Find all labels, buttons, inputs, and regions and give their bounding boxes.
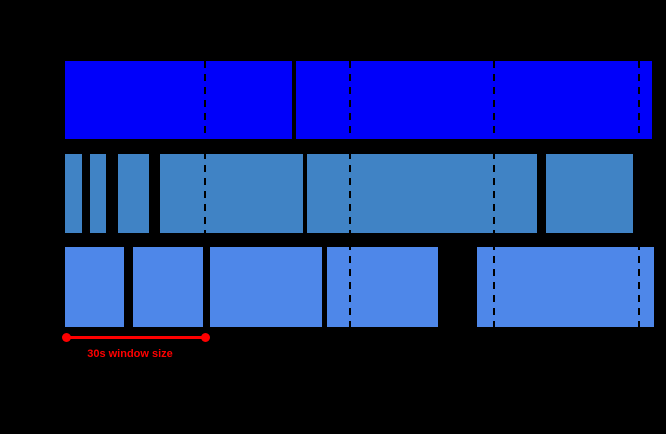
bottom-windows-row-segment xyxy=(210,247,322,327)
measure-arrow-line xyxy=(66,336,205,339)
bottom-windows-row-segment xyxy=(65,247,124,327)
middle-segments-row-segment xyxy=(64,154,82,233)
middle-segments-row-segment xyxy=(545,154,633,233)
window-boundary-dashed-line xyxy=(204,61,206,327)
window-boundary-dashed-line xyxy=(637,61,640,327)
measure-left-dot-icon xyxy=(61,333,71,342)
bottom-windows-row-segment xyxy=(477,247,654,327)
measure-right-dot-icon xyxy=(200,333,210,342)
top-audio-row-segment xyxy=(65,61,292,139)
window-boundary-dashed-line xyxy=(493,61,495,327)
window-size-label: 30s window size xyxy=(87,348,173,360)
middle-segments-row-segment xyxy=(160,154,303,233)
middle-segments-row-segment xyxy=(90,154,106,233)
top-audio-row-segment xyxy=(296,61,652,139)
middle-segments-row-segment xyxy=(306,154,537,233)
bottom-windows-row-segment xyxy=(133,247,203,327)
middle-segments-row-segment xyxy=(118,154,149,233)
window-boundary-dashed-line xyxy=(348,61,351,327)
bottom-windows-row-segment xyxy=(327,247,438,327)
